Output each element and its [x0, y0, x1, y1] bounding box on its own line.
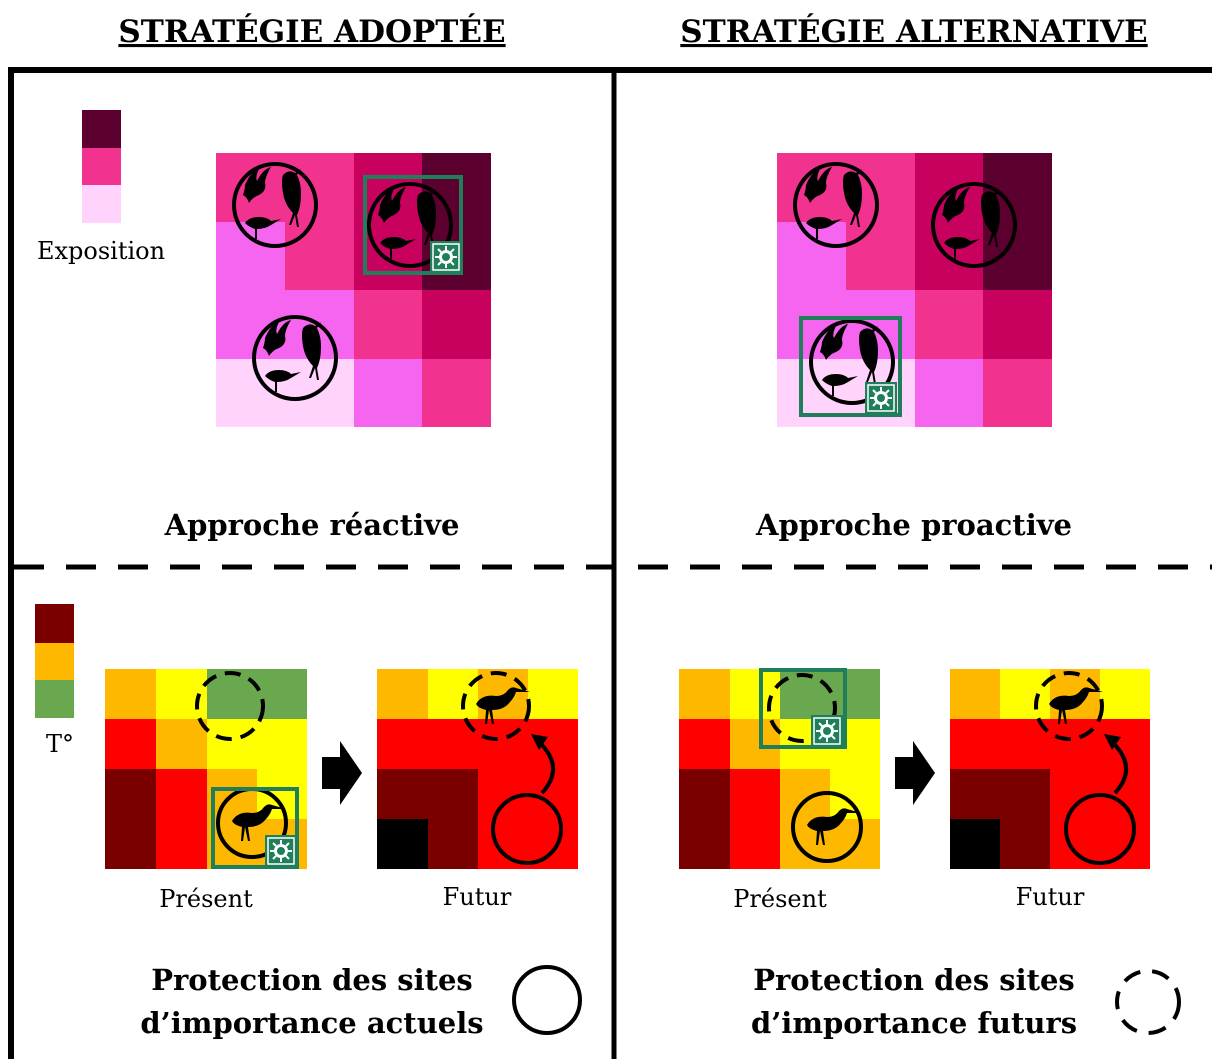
- exposure-grid-left: [216, 153, 491, 427]
- temperature-grid-present-right: [679, 669, 880, 869]
- protected-area-frame: [799, 316, 902, 417]
- header-alternative: STRATÉGIE ALTERNATIVE: [680, 12, 1147, 50]
- lost-site-circle: [1064, 793, 1136, 865]
- bird-site-icon: [793, 162, 879, 248]
- arrow-right-icon: [322, 741, 362, 805]
- protection-badge-icon: [264, 834, 298, 868]
- shift-arrow-icon: [536, 739, 556, 795]
- figure-frame: [8, 67, 1212, 1059]
- arrow-right-icon: [895, 741, 935, 805]
- present-label-right: Présent: [733, 885, 827, 913]
- bird-site-icon: [252, 315, 338, 401]
- shorebird-future-site-icon: [461, 671, 531, 741]
- present-label-left: Présent: [159, 885, 253, 913]
- solid-circle-legend-icon: [512, 965, 582, 1035]
- bird-site-icon: [367, 182, 453, 268]
- protection-badge-icon: [810, 714, 844, 748]
- protected-area-frame: [759, 668, 847, 749]
- future-site-dashed-circle: [767, 673, 837, 743]
- future-label-left: Futur: [443, 883, 512, 911]
- temperature-legend: [35, 604, 74, 718]
- exposition-label: Exposition: [37, 237, 165, 265]
- protection-future-title-line2: d’importance futurs: [751, 1006, 1077, 1040]
- protection-badge-icon: [429, 240, 463, 274]
- shift-arrowhead-icon: [1104, 734, 1121, 750]
- protection-future-title-line1: Protection des sites: [753, 963, 1075, 997]
- temperature-label: T°: [46, 730, 74, 758]
- protection-current-title-line1: Protection des sites: [151, 963, 473, 997]
- temperature-grid-present-left: [105, 669, 307, 869]
- temperature-grid-future-left: [377, 669, 578, 869]
- protected-area-frame: [211, 787, 299, 869]
- shift-arrow-icon: [1109, 739, 1129, 795]
- dashed-circle-legend-icon: [1115, 969, 1181, 1035]
- approach-proactive-title: Approche proactive: [755, 508, 1072, 542]
- bird-site-icon: [809, 319, 895, 405]
- bird-site-icon: [931, 182, 1017, 268]
- protected-area-frame: [363, 175, 463, 275]
- protection-badge-icon: [864, 381, 898, 415]
- shift-arrowhead-icon: [531, 734, 548, 750]
- exposition-legend: [82, 110, 121, 223]
- future-label-right: Futur: [1016, 883, 1085, 911]
- shorebird-future-site-icon: [1034, 671, 1104, 741]
- approach-reactive-title: Approche réactive: [164, 508, 460, 542]
- protection-current-title-line2: d’importance actuels: [140, 1006, 483, 1040]
- shorebird-site-icon: [791, 791, 863, 863]
- temperature-grid-future-right: [950, 669, 1150, 869]
- future-site-dashed-circle: [195, 671, 265, 741]
- header-adopted: STRATÉGIE ADOPTÉE: [118, 12, 505, 50]
- bird-site-icon: [232, 162, 318, 248]
- lost-site-circle: [491, 793, 563, 865]
